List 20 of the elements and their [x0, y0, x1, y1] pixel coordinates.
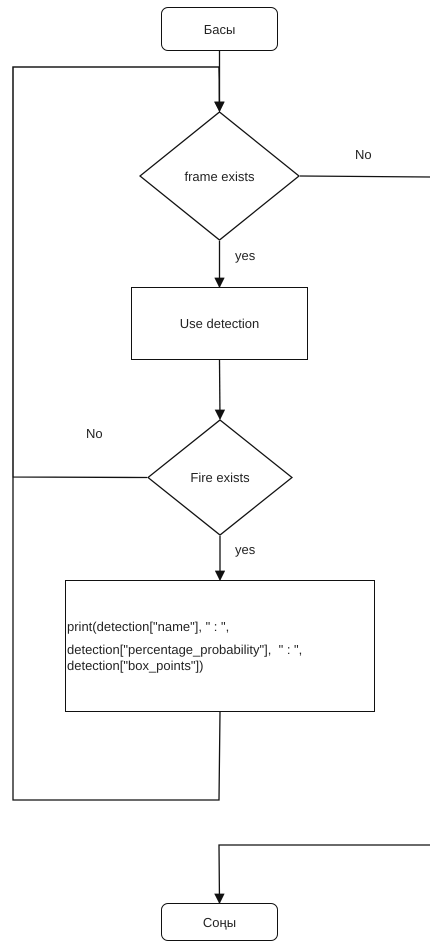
- process-box: [131, 287, 308, 360]
- arrow: [12, 66, 225, 801]
- edge-label: No: [353, 147, 374, 162]
- start-terminator: [161, 7, 278, 51]
- arrow: [214, 844, 430, 904]
- arrow: [214, 360, 226, 420]
- code-text: print(detection["name"], " : ",: [67, 618, 230, 634]
- node-label: Fire exists: [190, 470, 250, 485]
- code-text: detection["percentage_probability"], " : ", detection["box_points"]): [67, 642, 304, 674]
- arrow: [214, 241, 225, 288]
- node-label: frame exists: [184, 168, 255, 184]
- arrow: [214, 536, 226, 582]
- decision-diamond: [147, 419, 293, 536]
- edge-label: No: [84, 426, 105, 441]
- node-label: Use detection: [180, 316, 260, 331]
- node-label: Басы: [204, 22, 236, 36]
- decision-diamond: [139, 111, 300, 241]
- end-terminator: [161, 903, 278, 941]
- process-box: [65, 580, 375, 712]
- node-label: Соңы: [202, 914, 236, 930]
